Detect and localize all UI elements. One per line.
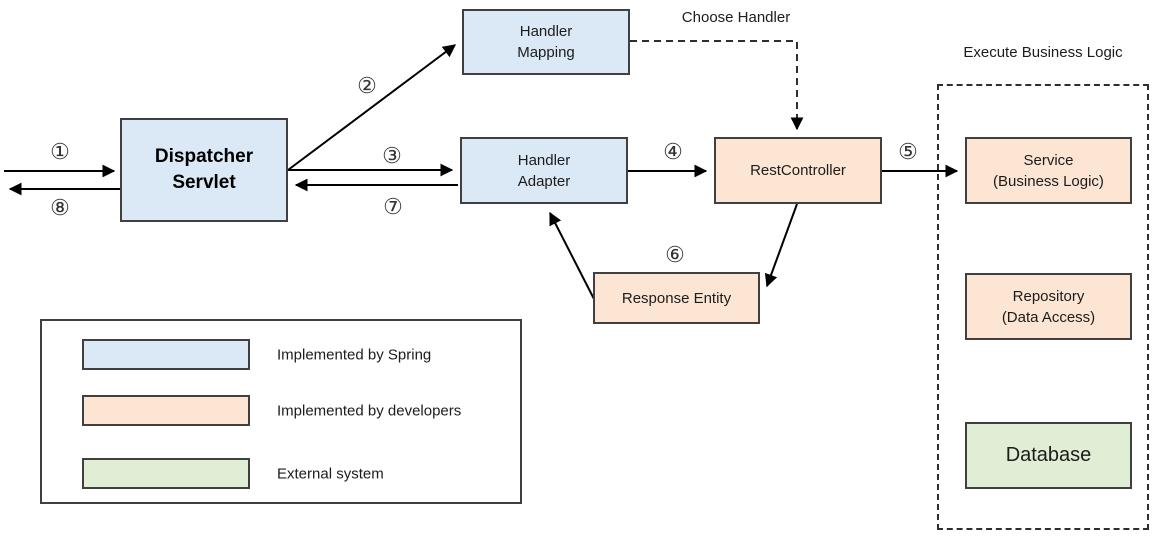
- dispatcher-servlet-label-line1: Dispatcher: [154, 146, 254, 167]
- execute-business-logic-region: [937, 84, 1149, 530]
- database-node: Database: [965, 422, 1132, 489]
- legend-swatch-developers: [82, 395, 250, 426]
- step-6-badge: ⑥: [665, 242, 685, 267]
- arrow-2-dispatcher-to-handler-mapping: [287, 44, 457, 171]
- service-label-line1: Service: [1023, 151, 1074, 169]
- step-1-badge: ①: [50, 139, 70, 164]
- dispatcher-servlet-node: Dispatcher Servlet: [120, 118, 288, 222]
- step-5-badge: ⑤: [898, 139, 918, 164]
- repository-label-line1: Repository: [1012, 287, 1085, 305]
- step-2-badge: ②: [357, 73, 377, 98]
- legend-label-external: External system: [277, 465, 384, 483]
- step-4-badge: ④: [663, 139, 683, 164]
- handler-mapping-node: Handler Mapping: [462, 9, 630, 75]
- rest-controller-node: RestController: [714, 137, 882, 204]
- legend-box: Implemented by Spring Implemented by dev…: [40, 319, 522, 504]
- repository-node: Repository (Data Access): [965, 273, 1132, 340]
- handler-mapping-label-line2: Mapping: [517, 44, 575, 61]
- handler-adapter-label-line2: Adapter: [517, 172, 571, 190]
- database-label: Database: [1005, 444, 1092, 466]
- dispatcher-servlet-label-line2: Servlet: [172, 172, 236, 193]
- service-label-line2: (Business Logic): [993, 172, 1104, 190]
- rest-controller-label: RestController: [750, 162, 846, 179]
- service-node: Service (Business Logic): [965, 137, 1132, 204]
- dashed-arrow-choose-handler: [630, 40, 804, 131]
- legend-label-spring: Implemented by Spring: [277, 346, 432, 364]
- step-7-badge: ⑦: [383, 194, 403, 219]
- arrow-6-response-entity-to-handler-adapter: [549, 211, 595, 300]
- handler-adapter-node: Handler Adapter: [460, 137, 628, 204]
- legend-swatch-spring: [82, 339, 250, 370]
- execute-business-logic-label: Execute Business Logic: [963, 44, 1123, 61]
- legend-label-developers: Implemented by developers: [277, 402, 462, 420]
- arrow-restcontroller-to-response-entity: [764, 203, 798, 288]
- legend-swatch-external: [82, 458, 250, 489]
- step-3-badge: ③: [382, 143, 402, 168]
- response-entity-label: Response Entity: [621, 289, 732, 307]
- handler-mapping-label-line1: Handler: [519, 23, 573, 40]
- step-8-badge: ⑧: [50, 195, 70, 220]
- response-entity-node: Response Entity: [593, 272, 760, 324]
- repository-label-line2: (Data Access): [1001, 308, 1096, 326]
- handler-adapter-label-line1: Handler: [517, 151, 571, 169]
- choose-handler-label: Choose Handler: [681, 9, 791, 26]
